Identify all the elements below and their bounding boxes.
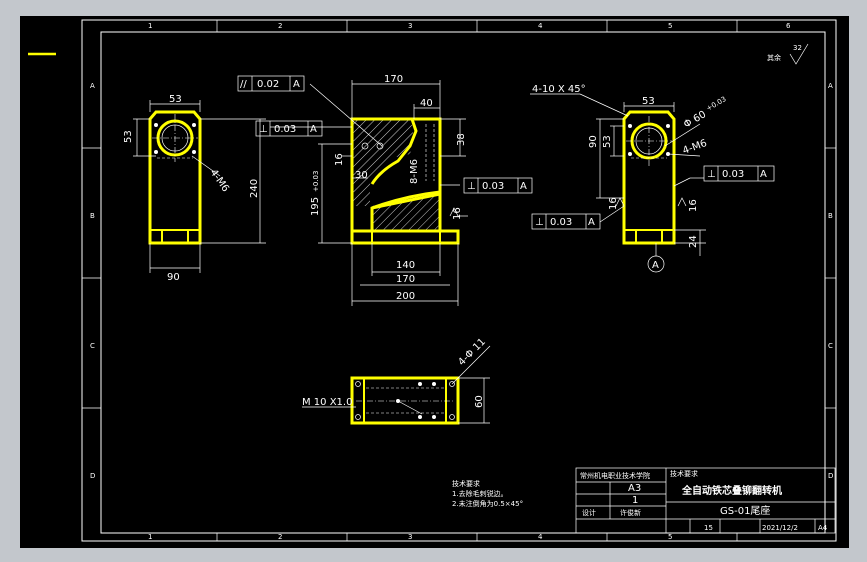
fcf-parallel-symbol: //	[240, 79, 247, 90]
left-width-dim: 53	[169, 94, 182, 105]
zone-num: 1	[148, 533, 152, 541]
zone-letter: D	[90, 472, 95, 480]
zone-num: 1	[148, 22, 152, 30]
title-block	[575, 467, 836, 534]
fcf-parallel	[237, 75, 305, 92]
zone-num: 3	[408, 22, 412, 30]
fcf-perp-datum: A	[760, 169, 767, 180]
fcf-perp-value: 0.03	[550, 217, 572, 228]
zone-num: 6	[786, 22, 791, 30]
fcf-perp-datum: A	[520, 181, 527, 192]
front-dim-200: 200	[396, 291, 415, 302]
right-roughness-a: 16	[608, 197, 619, 210]
front-dim-16: 16	[334, 153, 345, 166]
fcf-perp-datum: A	[588, 217, 595, 228]
fcf-perp-datum: A	[310, 124, 317, 135]
front-thread: 8-M6	[409, 159, 420, 184]
datum-a-label: A	[652, 260, 659, 271]
tb-product: 全自动铁芯叠铆翻转机	[681, 484, 782, 497]
fcf-perp-right-2	[531, 213, 601, 230]
zone-num: 2	[278, 533, 282, 541]
roughness-value: 32	[793, 44, 802, 52]
roughness-label: 其余	[767, 53, 781, 62]
left-thread-label: 4-M6	[208, 167, 231, 194]
front-dim-slot: 40	[420, 98, 433, 109]
zone-ticks	[82, 20, 836, 541]
roughness-symbol-icon	[789, 43, 809, 65]
left-height-dim: 240	[249, 179, 260, 198]
right-dim-53: 53	[602, 135, 613, 148]
front-dim-38: 38	[456, 133, 467, 146]
fcf-parallel-datum: A	[293, 79, 300, 90]
notes-title: 技术要求	[452, 479, 480, 488]
left-view	[133, 100, 266, 273]
zone-letter: C	[90, 342, 95, 350]
zone-letter: C	[828, 342, 833, 350]
fcf-perp-front-1	[255, 120, 323, 137]
tb-sheet-no: 15	[704, 524, 713, 532]
fcf-perp-front-2	[463, 177, 533, 194]
zone-letter: D	[828, 472, 833, 480]
fcf-perp-right-1	[703, 165, 775, 182]
zone-letter: B	[90, 212, 95, 220]
zone-num: 4	[538, 533, 543, 541]
front-roughness-16: 16	[452, 207, 463, 220]
bottom-view	[302, 345, 491, 425]
tb-designer: 许俊新	[620, 508, 641, 517]
right-view	[530, 93, 706, 273]
front-dim-195: 195	[310, 197, 321, 216]
zone-num: 5	[668, 22, 672, 30]
fcf-perp-symbol: ⊥	[535, 217, 544, 228]
tb-tag: 技术要求	[670, 469, 698, 478]
bottom-thread: M 10 X1.0	[302, 397, 352, 408]
tb-designer-label: 设计	[582, 508, 596, 517]
front-dim-30: 30	[355, 170, 368, 181]
right-chamfer: 4-10 X 45°	[532, 84, 586, 95]
zone-num: 2	[278, 22, 282, 30]
fcf-perp-value: 0.03	[482, 181, 504, 192]
drawing-sheet: 1 2 3 4 5 6 1 2 3 4 5 A B C D A B C D 其余…	[20, 16, 849, 548]
right-thread: 4-M6	[681, 138, 708, 157]
outer-border	[81, 19, 837, 542]
drawing-canvas: 1 2 3 4 5 6 1 2 3 4 5 A B C D A B C D 其余…	[28, 19, 837, 542]
right-bore-tol: +0.03	[705, 95, 728, 113]
notes-line-1: 1.去除毛刺锐边。	[452, 489, 508, 498]
right-dim-24: 24	[688, 235, 699, 248]
left-bottom-dim: 90	[167, 272, 180, 283]
tb-date: 2021/12/2	[762, 524, 798, 532]
zone-letter: A	[90, 82, 95, 90]
zone-letter: B	[828, 212, 833, 220]
fcf-perp-value: 0.03	[274, 124, 296, 135]
bottom-depth: 60	[474, 395, 485, 408]
inner-border	[100, 31, 826, 534]
zone-num: 5	[668, 533, 672, 541]
fcf-perp-symbol: ⊥	[707, 169, 716, 180]
fcf-perp-value: 0.03	[722, 169, 744, 180]
zone-num: 4	[538, 22, 543, 30]
left-side-dim: 53	[123, 130, 134, 143]
right-dim-90: 90	[588, 135, 599, 148]
front-dim-170: 170	[396, 274, 415, 285]
front-dim-top: 170	[384, 74, 403, 85]
tb-count: 1	[632, 495, 638, 506]
tb-scale: A3	[628, 483, 641, 494]
tb-sheet-size: A4	[818, 524, 828, 532]
fcf-perp-symbol: ⊥	[259, 124, 268, 135]
front-dim-140: 140	[396, 260, 415, 271]
zone-num: 3	[408, 533, 412, 541]
zone-letter: A	[828, 82, 833, 90]
fcf-parallel-value: 0.02	[257, 79, 279, 90]
right-roughness-b: 16	[688, 199, 699, 212]
front-view	[270, 80, 468, 306]
tb-part: GS-01尾座	[720, 504, 770, 517]
front-dim-tol: +0.03	[312, 171, 320, 192]
fcf-perp-symbol: ⊥	[467, 181, 476, 192]
notes-line-2: 2.未注倒角为0.5×45°	[452, 499, 523, 508]
right-width-dim: 53	[642, 96, 655, 107]
tb-school: 常州机电职业技术学院	[580, 471, 650, 480]
